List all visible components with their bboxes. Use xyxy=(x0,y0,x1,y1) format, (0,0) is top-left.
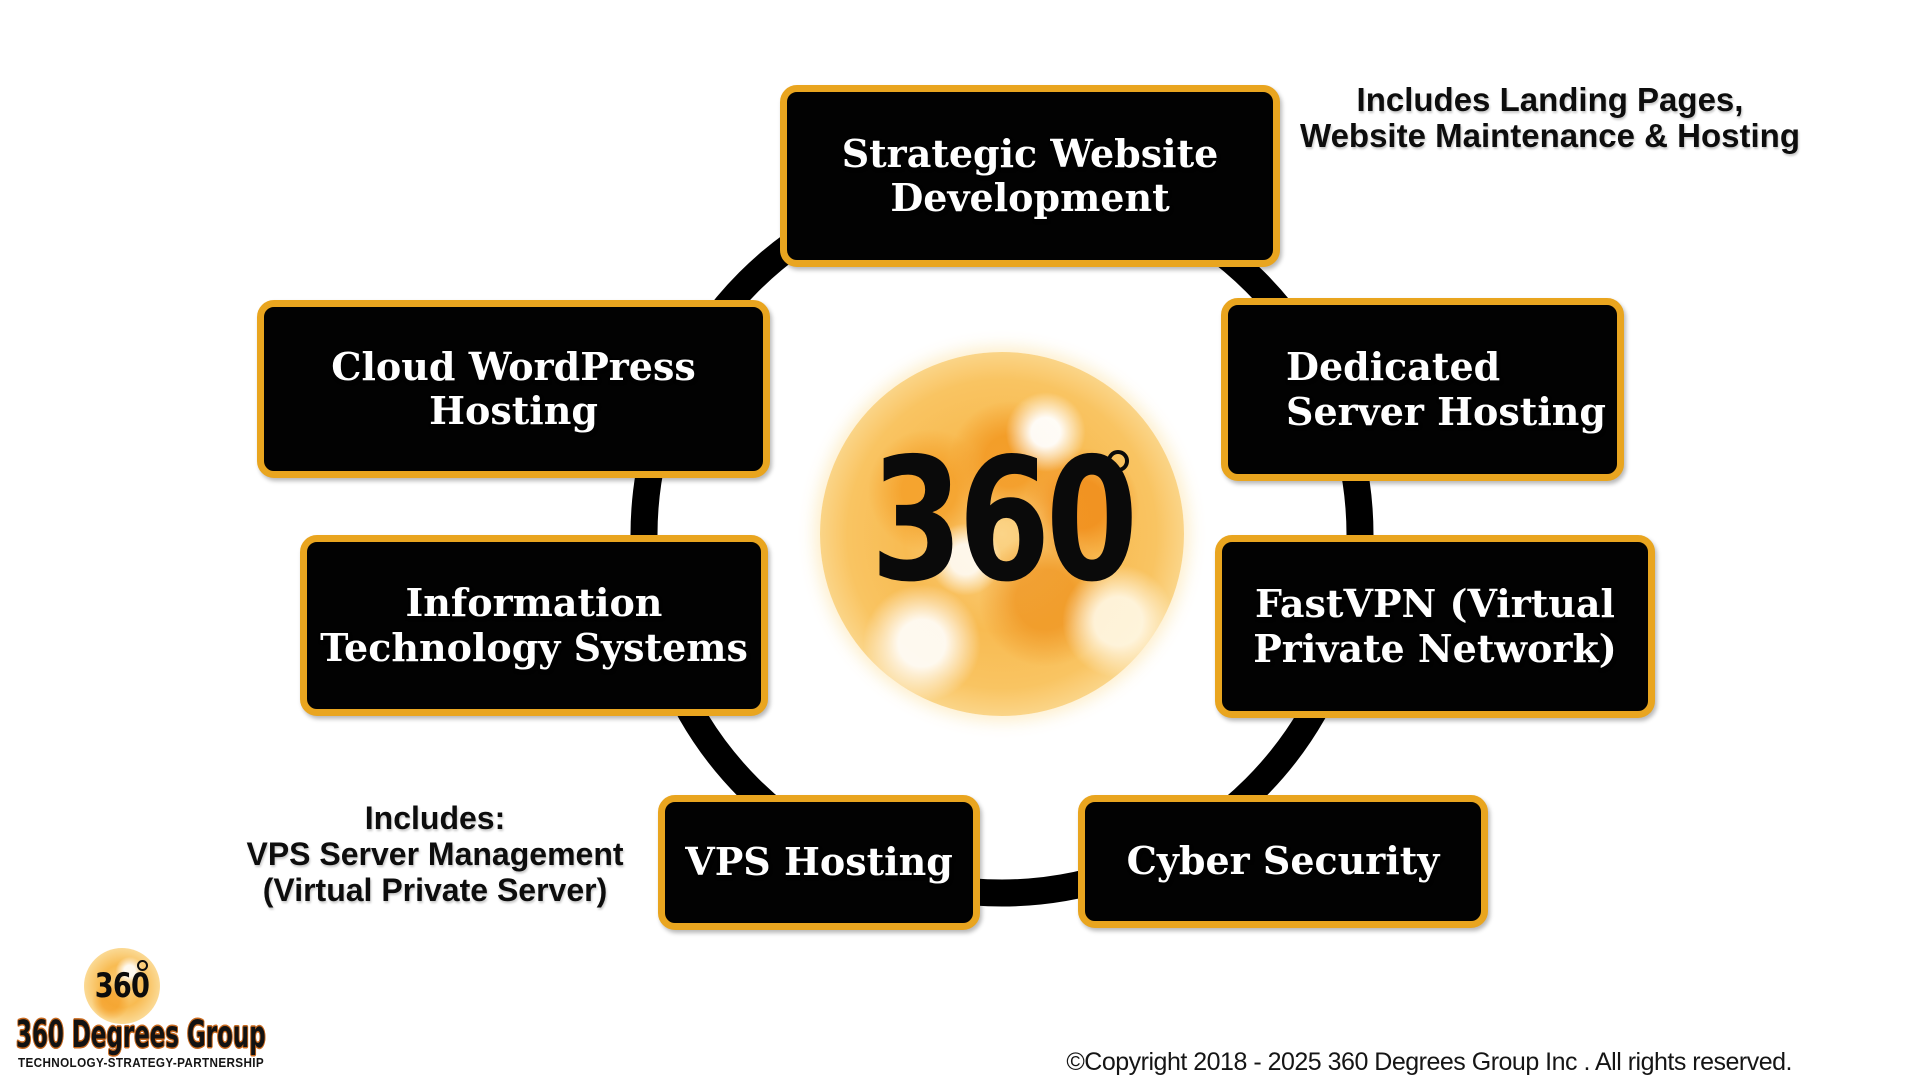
node-label: Information Technology Systems xyxy=(320,580,748,670)
node-cyber-security: Cyber Security xyxy=(1078,795,1488,928)
copyright-text: ©Copyright 2018 - 2025 360 Degrees Group… xyxy=(1066,1048,1792,1076)
node-information-technology-systems: Information Technology Systems xyxy=(300,535,768,716)
node-label: Cloud WordPress Hosting xyxy=(331,343,696,433)
annotation-landing-pages: Includes Landing Pages, Website Maintena… xyxy=(1300,81,1800,155)
node-label: Cyber Security xyxy=(1126,838,1440,884)
logo-company-name: 360 Degrees Group xyxy=(16,1013,266,1056)
sun-image xyxy=(820,352,1184,716)
annotation-vps-management: Includes: VPS Server Management (Virtual… xyxy=(246,800,624,909)
logo-sun-icon: 360 xyxy=(84,948,160,1024)
node-dedicated-server-hosting: Dedicated Server Hosting xyxy=(1221,298,1624,481)
center-360-text: 360 xyxy=(870,422,1138,620)
degree-symbol xyxy=(137,960,148,971)
logo-360-text: 360 xyxy=(94,966,150,1006)
node-label: FastVPN (Virtual Private Network) xyxy=(1253,581,1617,671)
node-label: Strategic Website Development xyxy=(841,130,1219,220)
company-logo: 360 360 Degrees Group TECHNOLOGY-STRATEG… xyxy=(10,942,290,1078)
node-cloud-wordpress-hosting: Cloud WordPress Hosting xyxy=(257,300,770,478)
node-fastvpn: FastVPN (Virtual Private Network) xyxy=(1215,535,1655,718)
node-strategic-website-development: Strategic Website Development xyxy=(780,85,1280,267)
node-label: VPS Hosting xyxy=(685,839,953,885)
degree-symbol xyxy=(1107,450,1129,472)
logo-tagline: TECHNOLOGY-STRATEGY-PARTNERSHIP xyxy=(18,1055,265,1070)
node-vps-hosting: VPS Hosting xyxy=(658,795,980,930)
node-label: Dedicated Server Hosting xyxy=(1286,344,1606,434)
